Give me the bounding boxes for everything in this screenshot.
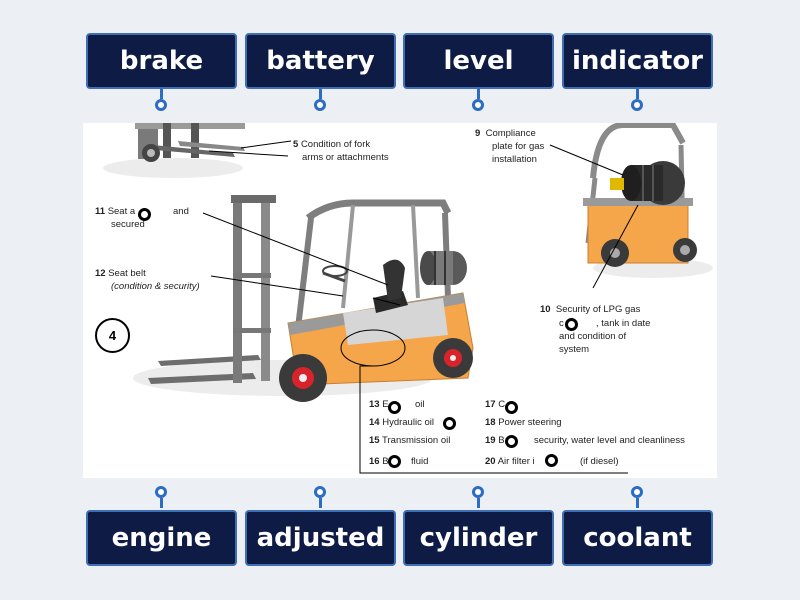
label-10-line2a: c: [559, 318, 564, 329]
connector-pin: [314, 486, 326, 498]
label-10: 10 Security of LPG gas: [540, 304, 641, 315]
forklift-illustration: [103, 123, 713, 474]
drop-spot-14[interactable]: [443, 417, 456, 430]
connector-pin: [631, 486, 643, 498]
connector-pin: [155, 99, 167, 111]
drop-spot-10[interactable]: [565, 318, 578, 331]
label-13: 13 E: [369, 399, 389, 410]
label-9-line2: plate for gas: [492, 141, 545, 152]
connector-pin: [472, 486, 484, 498]
tile-battery[interactable]: battery: [245, 33, 396, 89]
tile-level[interactable]: level: [403, 33, 554, 89]
label-19-text: security, water level and cleanliness: [534, 435, 685, 446]
tile-cylinder[interactable]: cylinder: [403, 510, 554, 566]
tile-adjusted[interactable]: adjusted: [245, 510, 396, 566]
connector-stem: [160, 498, 163, 508]
connector-pin: [314, 99, 326, 111]
label-9-line3: installation: [492, 154, 537, 165]
label-16-fluid: fluid: [411, 456, 429, 467]
label-5-line2: arms or attachments: [302, 152, 389, 163]
label-14: 14 Hydraulic oil: [369, 417, 434, 428]
connector-stem: [636, 498, 639, 508]
connector-stem: [160, 89, 163, 99]
drop-spot-19[interactable]: [505, 435, 518, 448]
fork-arms-illustration: [103, 123, 245, 178]
step-number-badge: 4: [95, 318, 130, 353]
drop-spot-17[interactable]: [505, 401, 518, 414]
label-5: 5 Condition of fork: [293, 139, 371, 150]
connector-stem: [477, 89, 480, 99]
label-16: 16 B: [369, 456, 389, 467]
drop-spot-13[interactable]: [388, 401, 401, 414]
connector-stem: [319, 498, 322, 508]
label-20-diesel: (if diesel): [580, 456, 619, 467]
label-20: 20 Air filter i: [485, 456, 535, 467]
forklift-diagram: 4 5 Condition of fork arms or attachment…: [83, 123, 717, 478]
lpg-cylinder-illustration: [420, 251, 467, 285]
connector-pin: [472, 99, 484, 111]
label-12-line2: (condition & security): [111, 281, 200, 292]
lpg-forklift-illustration: [549, 123, 713, 289]
drop-spot-20[interactable]: [545, 454, 558, 467]
drop-spot-16[interactable]: [388, 455, 401, 468]
label-10-line4: system: [559, 344, 590, 355]
tile-brake[interactable]: brake: [86, 33, 237, 89]
connector-pin: [155, 486, 167, 498]
label-17: 17 C: [485, 399, 506, 410]
drop-spot-11[interactable]: [138, 208, 151, 221]
connector-stem: [477, 498, 480, 508]
label-11-line2: secured: [111, 219, 145, 230]
tile-coolant[interactable]: coolant: [562, 510, 713, 566]
label-18: 18 Power steering: [485, 417, 562, 428]
label-12: 12 Seat belt: [95, 268, 146, 279]
connector-pin: [631, 99, 643, 111]
label-15: 15 Transmission oil: [369, 435, 451, 446]
connector-stem: [636, 89, 639, 99]
label-10-line3: and condition of: [559, 331, 627, 342]
connector-stem: [319, 89, 322, 99]
tile-indicator[interactable]: indicator: [562, 33, 713, 89]
label-11: 11 Seat a: [95, 206, 136, 217]
label-13-oil: oil: [415, 399, 425, 410]
tile-engine[interactable]: engine: [86, 510, 237, 566]
label-9: 9 Compliance: [475, 128, 536, 139]
label-11-word-and: and: [173, 206, 189, 217]
label-19: 19 B: [485, 435, 505, 446]
label-10-line2b: , tank in date: [596, 318, 651, 329]
